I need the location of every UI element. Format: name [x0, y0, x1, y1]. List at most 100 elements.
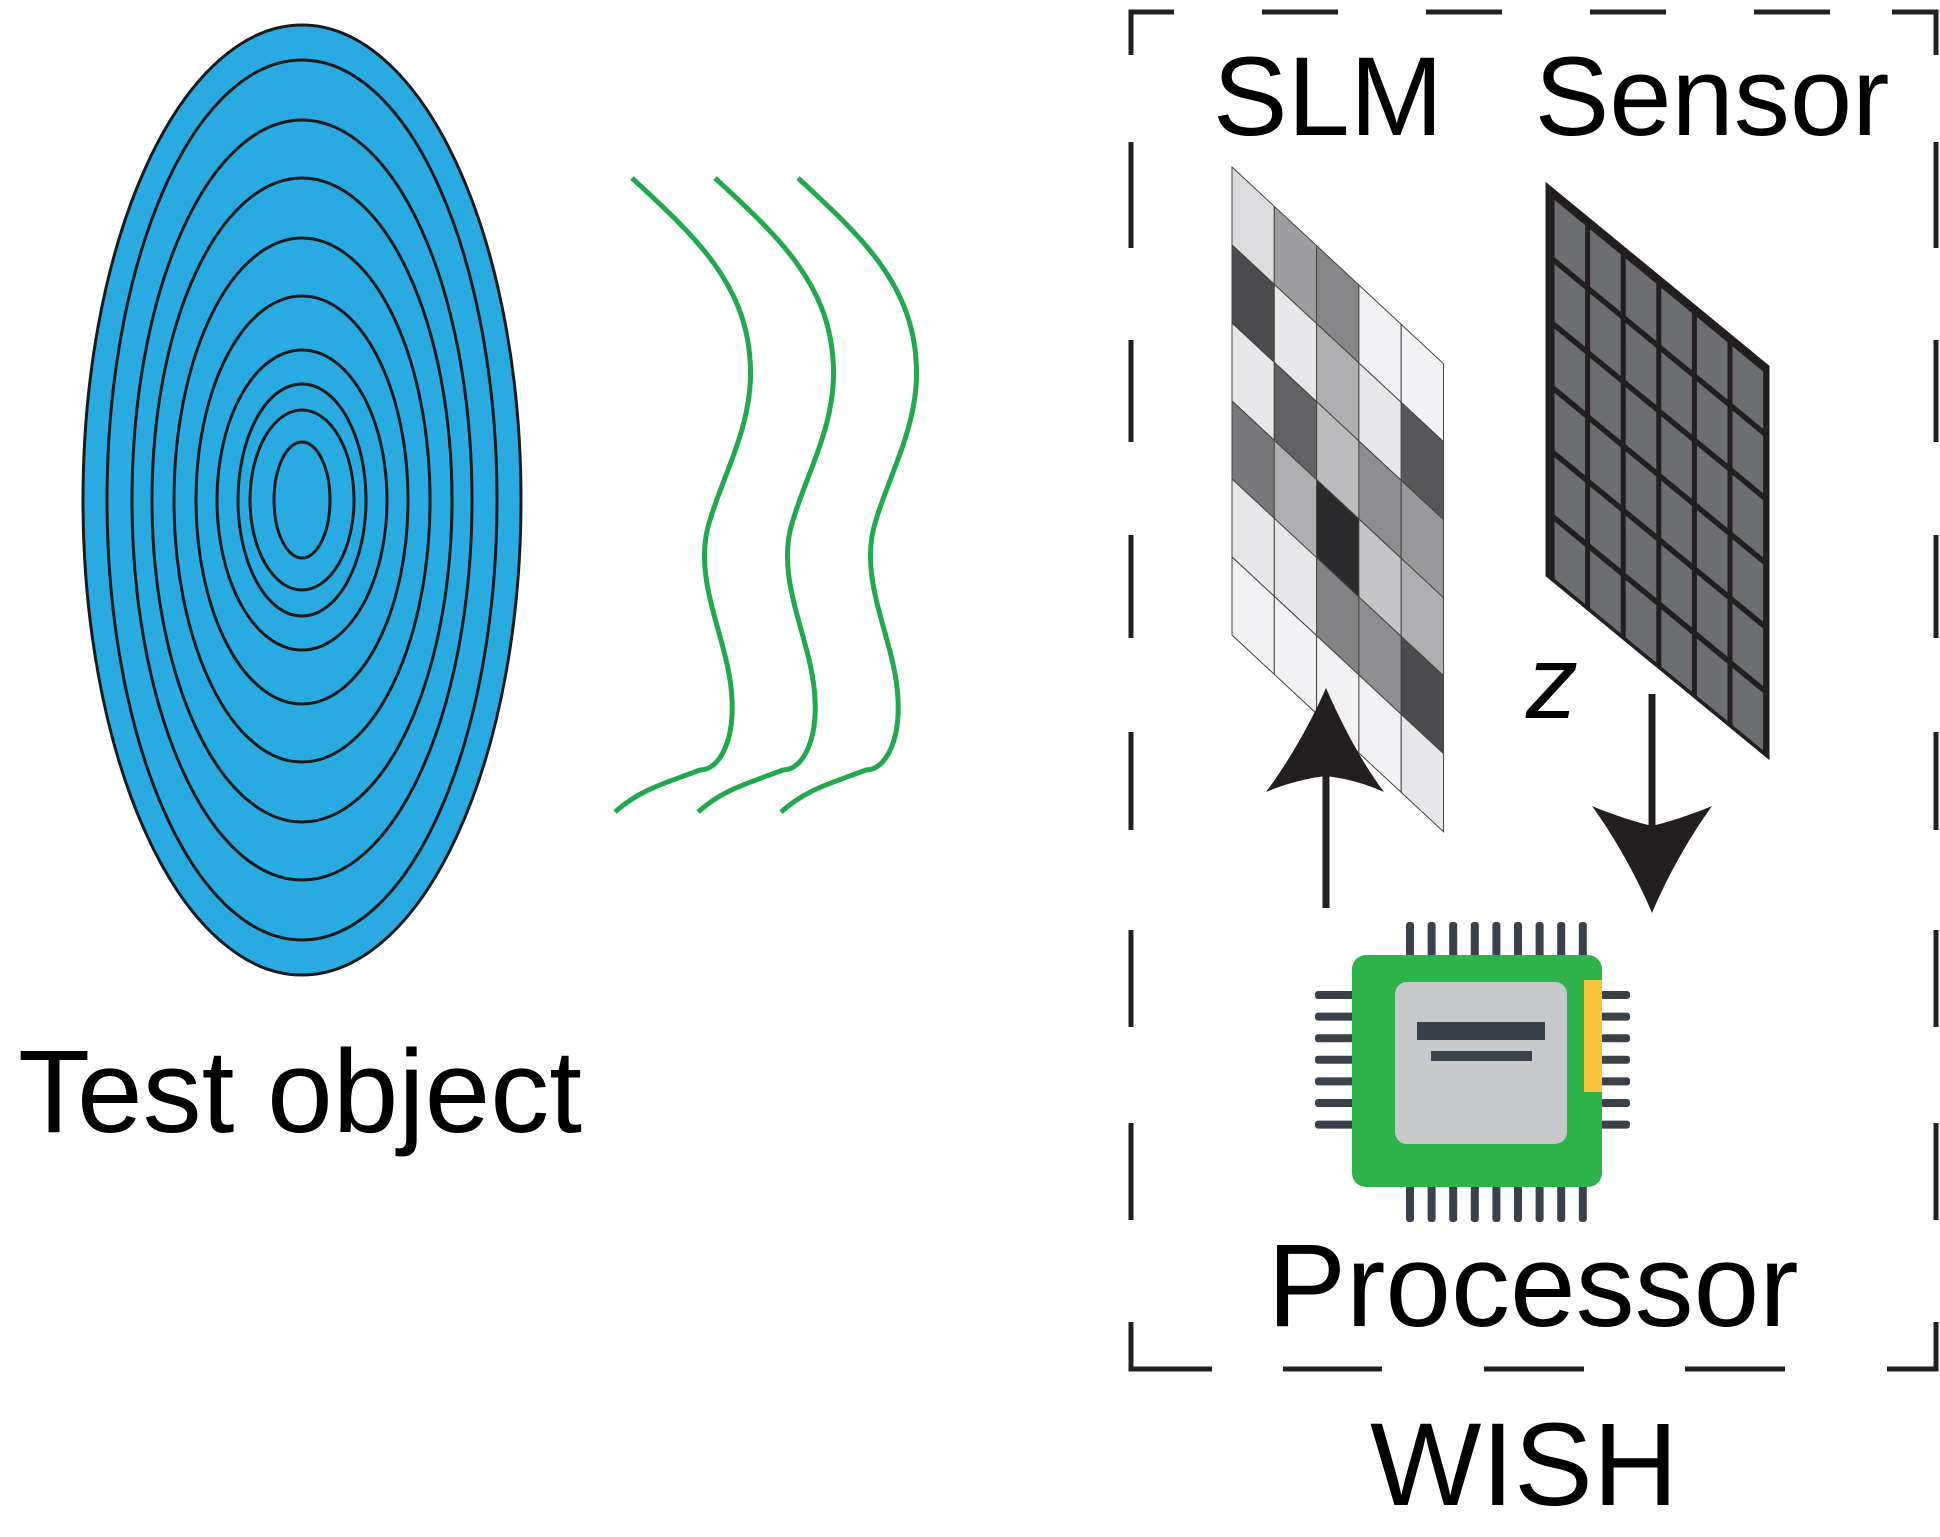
chip-pin: [1427, 922, 1436, 958]
sensor-grid-icon: [1545, 181, 1770, 761]
arrow-up-icon: [1266, 688, 1384, 908]
object-ring: [236, 382, 368, 618]
chip-pin: [1315, 1077, 1355, 1086]
box-corner-bottom-left: [1128, 1322, 1212, 1372]
sensor-pixel: [1661, 480, 1692, 564]
box-corner-top-left: [1128, 9, 1174, 55]
chip-pin: [1315, 1099, 1355, 1107]
object-ring: [272, 440, 332, 560]
object-ring: [215, 348, 389, 652]
chip-pin: [1470, 922, 1479, 958]
wavefront-3: [779, 176, 920, 814]
sensor-pixel: [1696, 317, 1728, 400]
sensor-pixel: [1554, 264, 1586, 347]
sensor-pixel: [1590, 229, 1621, 312]
chip-pin: [1514, 1184, 1522, 1222]
sensor-pixel: [1590, 550, 1621, 634]
sensor-pixel: [1732, 346, 1764, 429]
sensor-pixel: [1732, 667, 1764, 751]
sensor-pixel: [1625, 387, 1657, 470]
sensor-pixel: [1696, 445, 1728, 529]
wavefront-2: [696, 176, 837, 814]
chip-pin: [1315, 1034, 1355, 1043]
chip-pin: [1600, 1012, 1630, 1021]
wavefront-1: [613, 176, 754, 814]
wish-system-box: [1128, 9, 1939, 1372]
sensor-label: Sensor: [1535, 34, 1890, 159]
chip-die-line: [1417, 1022, 1545, 1040]
processor-label: Processor: [1267, 1220, 1798, 1352]
chip-pin: [1406, 1184, 1414, 1222]
chip-pin: [1427, 1184, 1436, 1222]
chip-pin: [1492, 1184, 1501, 1222]
object-ring: [130, 118, 474, 882]
wavefront-icon: [613, 176, 920, 814]
chip-pin: [1600, 991, 1630, 999]
chip-pin: [1600, 1055, 1630, 1064]
sensor-pixel: [1732, 474, 1764, 558]
arrow-down-head: [1592, 806, 1712, 913]
sensor-pixel: [1625, 451, 1657, 534]
chip-pin: [1406, 922, 1414, 958]
chip-pin: [1557, 1184, 1566, 1222]
wish-label: WISH: [1370, 1399, 1678, 1531]
sensor-pixel: [1590, 357, 1621, 441]
box-corner-top-right: [1892, 9, 1939, 55]
chip-pin: [1600, 1120, 1630, 1129]
chip-pin: [1535, 922, 1544, 958]
sensor-pixel: [1696, 638, 1728, 722]
chip-pin: [1315, 991, 1355, 999]
chip-edge-marker: [1584, 980, 1602, 1092]
processor-chip-icon: [1315, 922, 1630, 1222]
sensor-pixel: [1554, 328, 1586, 412]
sensor-pixel: [1696, 574, 1728, 657]
object-ring: [194, 294, 410, 706]
chip-pin: [1578, 922, 1587, 958]
chip-pin: [1535, 1184, 1544, 1222]
sensor-pixel: [1732, 410, 1764, 494]
chip-pin: [1600, 1034, 1630, 1043]
sensor-pixel: [1661, 609, 1692, 692]
sensor-pixel: [1661, 352, 1692, 435]
sensor-pixel: [1554, 392, 1586, 476]
object-ring: [248, 408, 356, 592]
chip-pin: [1557, 922, 1566, 958]
chip-pin: [1449, 1184, 1458, 1222]
sensor-pixel: [1625, 515, 1657, 599]
chip-pin: [1600, 1099, 1630, 1107]
chip-pin: [1315, 1055, 1355, 1064]
slm-label: SLM: [1213, 34, 1443, 159]
chip-pin: [1578, 1184, 1587, 1222]
sensor-pixel: [1696, 509, 1728, 593]
sensor-pixel: [1554, 521, 1586, 604]
test-object-label: Test object: [18, 1026, 582, 1158]
slm-pixel: [1400, 713, 1444, 833]
sensor-pixel: [1625, 322, 1657, 406]
propagation-distance-label: z: [1525, 625, 1578, 741]
sensor-pixel: [1661, 287, 1692, 371]
sensor-pixel: [1625, 258, 1657, 341]
chip-pin: [1449, 922, 1458, 958]
object-ring: [105, 58, 499, 942]
sensor-pixel: [1696, 381, 1728, 464]
chip-pin: [1315, 1012, 1355, 1021]
box-corner-bottom-right: [1887, 1322, 1939, 1372]
sensor-pixel: [1625, 580, 1657, 663]
sensor-pixel: [1732, 603, 1764, 686]
chip-pin: [1600, 1077, 1630, 1086]
chip-pin: [1492, 922, 1501, 958]
sensor-pixel: [1732, 539, 1764, 622]
arrow-up-head: [1266, 688, 1384, 792]
slm-pixel-grid-icon: [1231, 165, 1444, 833]
chip-pin: [1315, 1120, 1355, 1129]
sensor-pixel: [1554, 200, 1586, 283]
chip-die: [1395, 982, 1567, 1144]
sensor-pixel: [1590, 422, 1621, 505]
chip-pin: [1470, 1184, 1479, 1222]
arrow-down-icon: [1592, 694, 1712, 913]
sensor-pixel: [1590, 486, 1621, 569]
chip-die-line: [1431, 1051, 1532, 1061]
object-ring: [172, 236, 432, 764]
object-ring: [150, 176, 454, 824]
